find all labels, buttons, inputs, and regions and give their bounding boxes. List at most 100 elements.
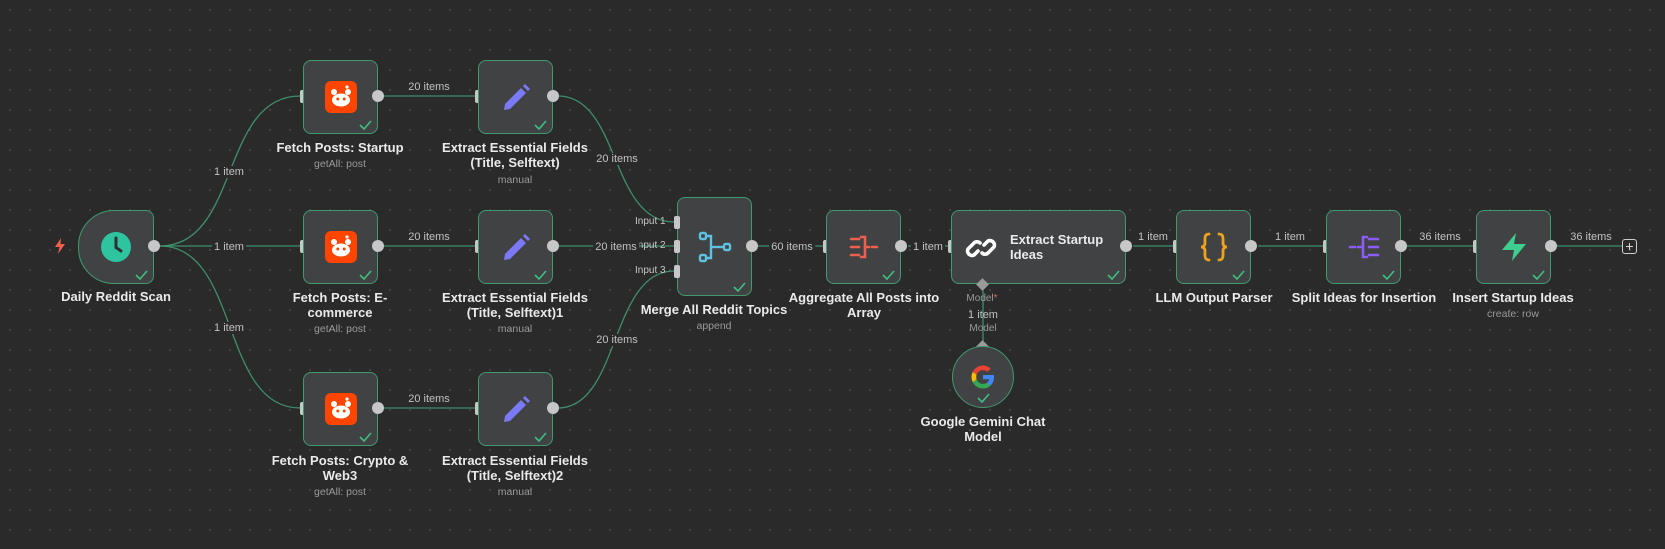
node-llm-output-parser[interactable] <box>1176 210 1251 284</box>
node-subtitle: getAll: post <box>314 323 366 335</box>
success-check-icon <box>359 432 372 442</box>
node-title-line: Array <box>847 305 881 320</box>
output-port[interactable] <box>547 240 559 252</box>
node-extract-fields-2[interactable] <box>478 210 553 284</box>
pencil-icon <box>503 84 530 110</box>
output-port[interactable] <box>1395 240 1407 252</box>
pencil-icon <box>503 234 530 260</box>
node-title-line: Google Gemini Chat <box>920 414 1046 429</box>
link-chain-icon <box>965 238 997 258</box>
output-port[interactable] <box>1545 240 1557 252</box>
input-port-3[interactable] <box>674 265 680 278</box>
node-daily-reddit-scan[interactable] <box>78 210 154 284</box>
input-port-2[interactable] <box>674 240 680 253</box>
edge-item-count: 20 items <box>406 393 452 405</box>
node-title: Extract Essential Fields (Title, Selftex… <box>442 453 588 483</box>
edge-item-count: 20 items <box>406 81 452 93</box>
node-title: Daily Reddit Scan <box>61 289 171 304</box>
node-title-line: (Title, Selftext)2 <box>466 468 564 483</box>
node-title-line: Web3 <box>322 468 358 483</box>
node-title-line: commerce <box>307 305 373 320</box>
node-title: LLM Output Parser <box>1155 290 1273 305</box>
success-check-icon <box>359 270 372 280</box>
node-title: Fetch Posts: Crypto & Web3 <box>272 453 409 483</box>
output-port[interactable] <box>547 90 559 102</box>
node-title: Google Gemini Chat Model <box>921 414 1046 444</box>
node-title: Fetch Posts: Startup <box>276 140 404 155</box>
node-split-ideas[interactable] <box>1326 210 1401 284</box>
edge-item-count: 36 items <box>1568 231 1614 243</box>
google-icon <box>971 365 994 389</box>
success-check-icon <box>733 282 746 292</box>
edge-item-count: 36 items <box>1417 231 1463 243</box>
edge-item-count: 20 items <box>406 231 452 243</box>
success-check-icon <box>359 120 372 130</box>
node-title-line: Extract Startup <box>1010 232 1104 247</box>
edge-item-count: 20 items <box>594 153 640 165</box>
edge-item-count: 20 items <box>593 241 639 253</box>
reddit-icon <box>324 231 357 263</box>
supabase-icon <box>1501 233 1526 261</box>
node-merge-reddit-topics[interactable] <box>677 197 752 296</box>
edge-item-count: 20 items <box>594 334 640 346</box>
output-port[interactable] <box>895 240 907 252</box>
edge-type-label: Model <box>969 323 997 334</box>
aggregate-icon <box>849 235 878 259</box>
input-label: Input 1 <box>635 216 666 227</box>
node-title: Extract Essential Fields (Title, Selftex… <box>442 290 588 320</box>
node-insert-startup-ideas[interactable] <box>1476 210 1551 284</box>
success-check-icon <box>1382 270 1395 280</box>
node-subtitle: getAll: post <box>314 158 366 170</box>
node-fetch-posts-ecommerce[interactable] <box>303 210 378 284</box>
node-title-line: Fetch Posts: E- <box>292 290 388 305</box>
node-title-line: Extract Essential Fields <box>442 453 588 468</box>
output-port[interactable] <box>1245 240 1257 252</box>
success-check-icon <box>882 270 895 280</box>
node-google-gemini[interactable] <box>952 346 1014 408</box>
output-port[interactable] <box>547 402 559 414</box>
node-extract-fields-3[interactable] <box>478 372 553 446</box>
node-aggregate-posts[interactable] <box>826 210 901 284</box>
trigger-bolt-icon <box>55 238 65 254</box>
edge-item-count: 1 item <box>968 309 998 321</box>
output-port[interactable] <box>372 240 384 252</box>
reddit-icon <box>324 393 357 425</box>
node-title-line: Ideas <box>1010 247 1044 262</box>
node-title-line: Aggregate All Posts into <box>788 290 940 305</box>
node-fetch-posts-crypto[interactable] <box>303 372 378 446</box>
node-title: Extract Startup Ideas <box>1010 232 1103 262</box>
edge-item-count: 60 items <box>769 241 815 253</box>
pencil-icon <box>503 396 530 422</box>
split-icon <box>1348 235 1379 259</box>
output-port[interactable] <box>372 402 384 414</box>
edge-item-count: 1 item <box>212 241 246 253</box>
node-title-line: Model <box>964 429 1002 444</box>
input-port-1[interactable] <box>674 216 680 229</box>
node-extract-fields-1[interactable] <box>478 60 553 134</box>
braces-icon <box>1200 232 1227 262</box>
success-check-icon <box>1532 270 1545 280</box>
output-port[interactable] <box>746 240 758 252</box>
output-port[interactable] <box>1120 240 1132 252</box>
node-subtitle: manual <box>497 323 533 335</box>
output-port[interactable] <box>372 90 384 102</box>
node-title: Merge All Reddit Topics <box>640 302 788 317</box>
input-label: Input 2 <box>635 240 666 251</box>
output-port[interactable] <box>148 240 160 252</box>
node-title: Fetch Posts: E- commerce <box>293 290 388 320</box>
success-check-icon <box>135 270 148 280</box>
node-fetch-posts-startup[interactable] <box>303 60 378 134</box>
clock-icon <box>101 232 131 262</box>
model-port-text: Model <box>966 293 994 304</box>
model-port-label: Model* <box>966 293 997 304</box>
node-extract-startup-ideas[interactable]: Extract Startup Ideas <box>951 210 1126 284</box>
add-node-button[interactable]: + <box>1622 239 1637 254</box>
edge-item-count: 1 item <box>1273 231 1307 243</box>
node-title-line: (Title, Selftext)1 <box>466 305 564 320</box>
node-title: Aggregate All Posts into Array <box>789 290 939 320</box>
success-check-icon <box>1232 270 1245 280</box>
node-subtitle: create: row <box>1487 308 1539 320</box>
edge-item-count: 1 item <box>1136 231 1170 243</box>
edge-item-count: 1 item <box>212 166 246 178</box>
